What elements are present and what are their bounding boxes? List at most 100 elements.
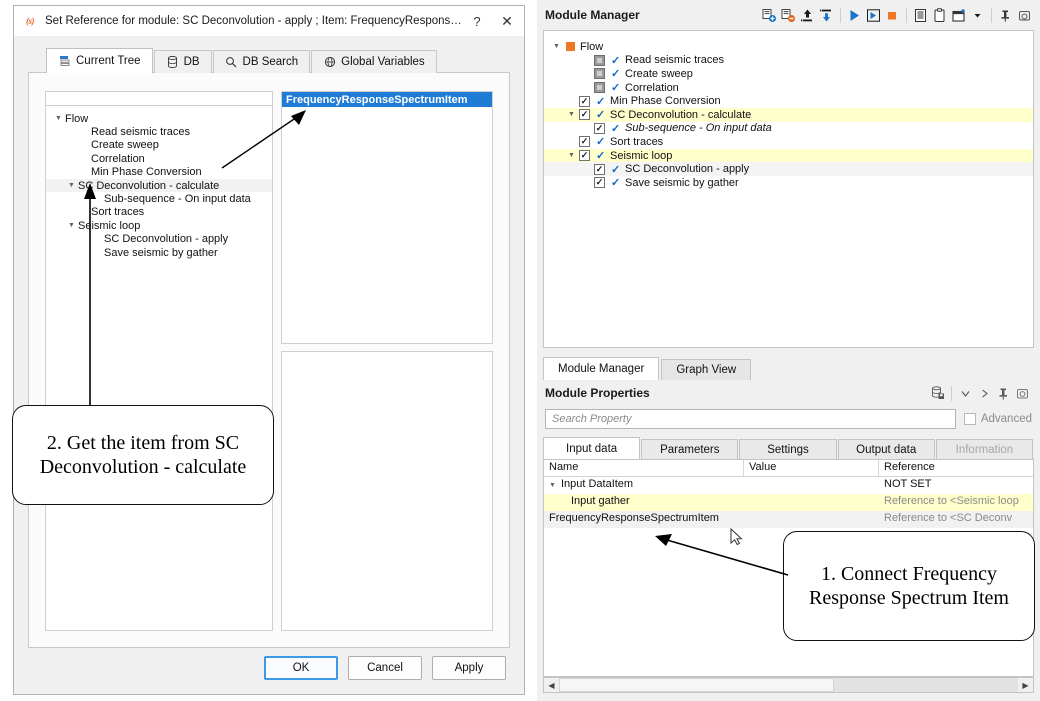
- tab-current-tree[interactable]: Current Tree: [46, 48, 153, 73]
- list-item[interactable]: FrequencyResponseSpectrumItem: [282, 92, 492, 107]
- cell-value[interactable]: [744, 511, 879, 528]
- module-tree-node[interactable]: ✓Correlation: [544, 81, 1033, 95]
- add-module-icon[interactable]: [760, 5, 779, 25]
- chevron-down-icon[interactable]: ▼: [553, 43, 560, 51]
- cell-value[interactable]: [744, 477, 879, 494]
- chevron-down-icon[interactable]: ▼: [68, 222, 75, 230]
- module-enable-checkbox[interactable]: ✓: [578, 109, 591, 121]
- module-tree-node[interactable]: ✓✓SC Deconvolution - apply: [544, 162, 1033, 176]
- move-up-icon[interactable]: [798, 5, 817, 25]
- scrollbar-track[interactable]: [559, 678, 1018, 692]
- cell-reference[interactable]: Reference to <Seismic loop: [884, 495, 1019, 507]
- move-down-icon[interactable]: [817, 5, 836, 25]
- module-enable-checkbox[interactable]: ✓: [578, 95, 591, 107]
- module-tree-node[interactable]: ✓✓Min Phase Conversion: [544, 94, 1033, 108]
- remove-module-icon[interactable]: [779, 5, 798, 25]
- tab-global-variables[interactable]: Global Variables: [311, 50, 437, 73]
- column-header-name[interactable]: Name: [544, 460, 744, 476]
- module-enable-checkbox[interactable]: ✓: [593, 177, 606, 189]
- cancel-button[interactable]: Cancel: [348, 656, 422, 680]
- chevron-down-icon[interactable]: ▼: [55, 115, 62, 123]
- chevron-down-icon[interactable]: [956, 383, 975, 403]
- scroll-right-icon[interactable]: ▶: [1022, 680, 1029, 690]
- module-enable-checkbox[interactable]: ✓: [593, 163, 606, 175]
- cell-reference[interactable]: Reference to <SC Deconv: [884, 512, 1013, 524]
- tab-settings[interactable]: Settings: [739, 439, 837, 459]
- tab-db-search[interactable]: DB Search: [212, 50, 311, 73]
- tab-output-data[interactable]: Output data: [837, 439, 935, 459]
- apply-button[interactable]: Apply: [432, 656, 506, 680]
- tab-parameters[interactable]: Parameters: [641, 439, 739, 459]
- help-button[interactable]: ?: [473, 13, 481, 29]
- module-enable-checkbox[interactable]: ✓: [578, 136, 591, 148]
- scroll-left-icon[interactable]: ◀: [548, 680, 555, 690]
- module-manager-tree[interactable]: ▼Flow✓Read seismic traces✓Create sweep✓C…: [543, 30, 1034, 348]
- restore-icon[interactable]: [1013, 383, 1032, 403]
- tree-node[interactable]: Correlation: [46, 152, 272, 165]
- tree-node-label: Read seismic traces: [91, 126, 191, 139]
- tree-node[interactable]: Min Phase Conversion: [46, 166, 272, 179]
- restore-icon[interactable]: [1015, 5, 1034, 25]
- tree-node[interactable]: ▼SC Deconvolution - calculate: [46, 178, 272, 193]
- clipboard-icon[interactable]: [930, 5, 949, 25]
- tree-node[interactable]: ▼Flow: [46, 112, 272, 125]
- column-header-reference[interactable]: Reference: [884, 461, 935, 473]
- chevron-down-icon[interactable]: [968, 5, 987, 25]
- horizontal-scrollbar[interactable]: ◀ ▶: [543, 677, 1034, 693]
- tab-module-manager[interactable]: Module Manager: [543, 357, 660, 380]
- advanced-checkbox-box[interactable]: [963, 413, 976, 425]
- chevron-down-icon[interactable]: ▼: [568, 152, 575, 160]
- tab-graph-view[interactable]: Graph View: [661, 359, 752, 380]
- close-icon[interactable]: ✕: [501, 12, 513, 29]
- advanced-checkbox[interactable]: Advanced: [963, 413, 1032, 425]
- tree-node[interactable]: Sort traces: [46, 206, 272, 219]
- module-tree-node[interactable]: ✓✓Save seismic by gather: [544, 176, 1033, 190]
- item-list[interactable]: FrequencyResponseSpectrumItem: [281, 91, 493, 344]
- module-enable-checkbox[interactable]: [593, 54, 606, 66]
- tree-node[interactable]: Create sweep: [46, 139, 272, 152]
- column-header-value[interactable]: Value: [744, 460, 879, 476]
- module-tree-node[interactable]: ▼✓✓SC Deconvolution - calculate: [544, 107, 1033, 122]
- tree-node[interactable]: SC Deconvolution - apply: [46, 233, 272, 246]
- module-enable-checkbox[interactable]: ✓: [593, 122, 606, 134]
- module-node-label: Create sweep: [625, 67, 693, 80]
- chevron-down-icon[interactable]: ▼: [568, 111, 575, 119]
- module-tree-node[interactable]: ✓Read seismic traces: [544, 54, 1033, 68]
- ok-button[interactable]: OK: [264, 656, 338, 680]
- scrollbar-thumb[interactable]: [559, 678, 835, 692]
- stop-icon[interactable]: [883, 5, 902, 25]
- tab-input-data[interactable]: Input data: [543, 437, 641, 459]
- pin-icon[interactable]: [994, 383, 1013, 403]
- module-tree-node[interactable]: ✓✓Sub-sequence - On input data: [544, 122, 1033, 136]
- module-tree-node[interactable]: ✓✓Sort traces: [544, 135, 1033, 149]
- tab-db[interactable]: DB: [153, 50, 212, 73]
- tree-node[interactable]: Read seismic traces: [46, 125, 272, 138]
- module-enable-checkbox[interactable]: [593, 82, 606, 94]
- module-tree-node[interactable]: ▼Flow: [544, 40, 1033, 54]
- window-icon[interactable]: [949, 5, 968, 25]
- list-icon[interactable]: [911, 5, 930, 25]
- chevron-right-icon[interactable]: [975, 383, 994, 403]
- tree-node[interactable]: ▼Seismic loop: [46, 219, 272, 232]
- module-tree-node[interactable]: ✓Create sweep: [544, 67, 1033, 81]
- annotation-callout-get-item: 2. Get the item from SC Deconvolution - …: [12, 405, 274, 505]
- module-enable-checkbox[interactable]: [593, 68, 606, 80]
- tree-node[interactable]: Sub-sequence - On input data: [46, 192, 272, 205]
- run-icon[interactable]: [845, 5, 864, 25]
- cell-value[interactable]: [744, 494, 879, 511]
- step-icon[interactable]: [864, 5, 883, 25]
- module-enable-checkbox[interactable]: ✓: [578, 150, 591, 162]
- search-property-input[interactable]: Search Property: [545, 409, 956, 429]
- cell-reference[interactable]: NOT SET: [884, 478, 932, 490]
- items-column: FrequencyResponseSpectrumItem: [281, 91, 493, 631]
- tree-node[interactable]: Save seismic by gather: [46, 246, 272, 259]
- chevron-down-icon[interactable]: ▼: [68, 182, 75, 190]
- chevron-down-icon[interactable]: ▼: [549, 482, 556, 489]
- pin-icon[interactable]: [996, 5, 1015, 25]
- module-tree-node[interactable]: ▼✓✓Seismic loop: [544, 148, 1033, 163]
- database-save-icon[interactable]: [928, 383, 947, 403]
